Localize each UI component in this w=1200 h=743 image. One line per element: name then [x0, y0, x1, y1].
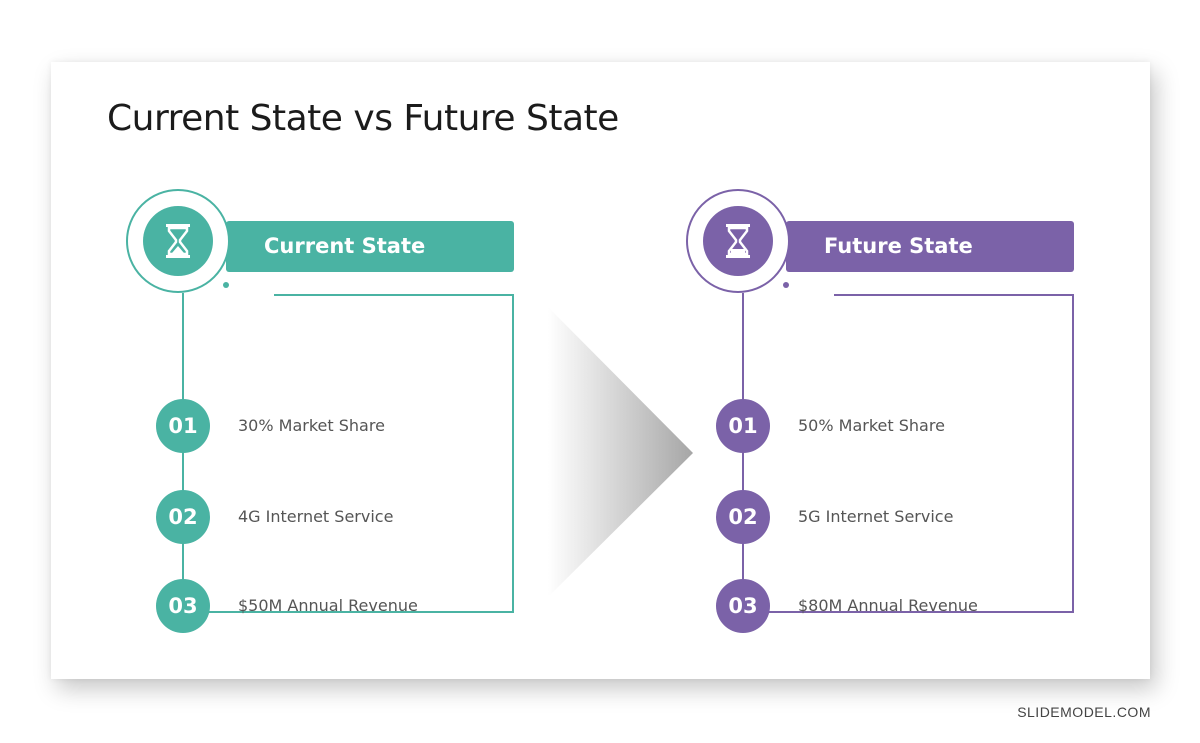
item-number: 01: [156, 399, 210, 453]
current-state-icon-circle: [143, 206, 213, 276]
slide-title: Current State vs Future State: [107, 98, 619, 139]
hourglass-icon: [166, 224, 190, 258]
current-state-label: Current State: [264, 234, 426, 258]
future-state-connector: [742, 293, 744, 613]
item-text: $80M Annual Revenue: [798, 596, 978, 615]
hourglass-icon: [726, 224, 750, 258]
item-text: 30% Market Share: [238, 416, 385, 435]
future-state-frame: [742, 294, 1074, 613]
slide: Current State vs Future State Current St…: [51, 62, 1150, 679]
future-state-header: Future State: [786, 221, 1074, 272]
item-number: 03: [156, 579, 210, 633]
list-item: 01 30% Market Share: [156, 399, 516, 455]
current-state-frame: [182, 294, 514, 613]
item-number: 03: [716, 579, 770, 633]
item-number: 02: [716, 490, 770, 544]
list-item: 01 50% Market Share: [716, 399, 1076, 455]
list-item: 02 5G Internet Service: [716, 490, 1076, 546]
item-text: 4G Internet Service: [238, 507, 394, 526]
watermark: SLIDEMODEL.COM: [1017, 704, 1151, 720]
future-state-icon-circle: [703, 206, 773, 276]
future-state-label: Future State: [824, 234, 973, 258]
transition-arrow: [548, 307, 693, 597]
item-text: 5G Internet Service: [798, 507, 954, 526]
current-state-dot: [223, 282, 229, 288]
future-state-panel: Future State 01 50% Market Share 02 5G I…: [683, 187, 1083, 633]
item-text: $50M Annual Revenue: [238, 596, 418, 615]
list-item: 03 $50M Annual Revenue: [156, 579, 516, 635]
list-item: 03 $80M Annual Revenue: [716, 579, 1076, 635]
future-state-dot: [783, 282, 789, 288]
item-number: 02: [156, 490, 210, 544]
list-item: 02 4G Internet Service: [156, 490, 516, 546]
item-text: 50% Market Share: [798, 416, 945, 435]
current-state-connector: [182, 293, 184, 613]
current-state-panel: Current State 01 30% Market Share 02 4G …: [123, 187, 523, 633]
current-state-header: Current State: [226, 221, 514, 272]
item-number: 01: [716, 399, 770, 453]
